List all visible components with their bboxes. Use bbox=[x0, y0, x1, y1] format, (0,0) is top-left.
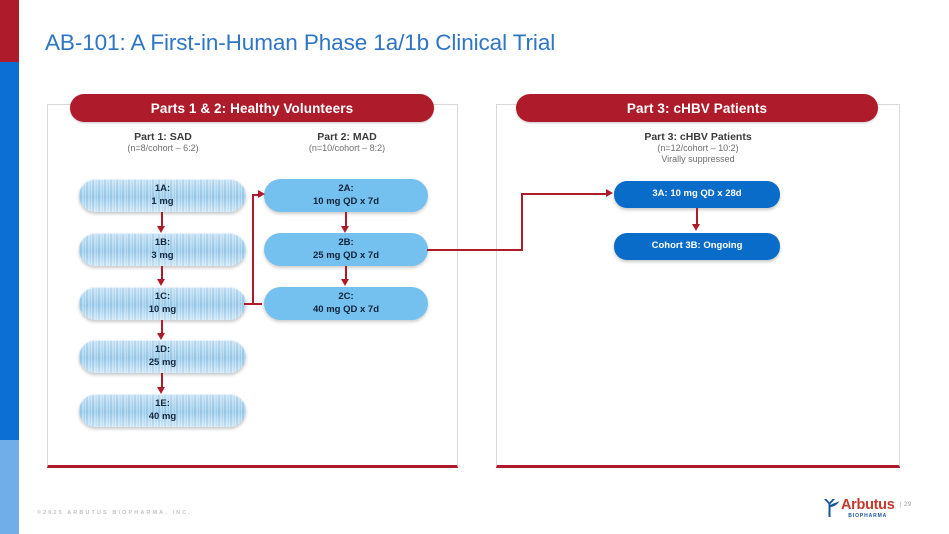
cohort-node-3a[interactable]: 3A: 10 mg QD x 28d bbox=[614, 181, 780, 208]
column-subtitle-part3: (n=12/cohort – 10:2) bbox=[657, 143, 739, 154]
cohort-node-1c[interactable]: 1C: 10 mg bbox=[79, 287, 246, 320]
cohort-node-2a-line2: 10 mg QD x 7d bbox=[313, 195, 379, 207]
cohort-node-2a[interactable]: 2A: 10 mg QD x 7d bbox=[264, 179, 428, 212]
cohort-node-2c-line2: 40 mg QD x 7d bbox=[313, 303, 379, 315]
connector-2a-to-2b bbox=[345, 212, 347, 227]
cohort-node-1d[interactable]: 1D: 25 mg bbox=[79, 340, 246, 373]
connector-3a-to-3b bbox=[696, 208, 698, 225]
arbutus-logo-word: Arbutus bbox=[841, 497, 895, 513]
column-title-part2: Part 2: MAD bbox=[317, 131, 377, 143]
column-title-part1: Part 1: SAD bbox=[134, 131, 192, 143]
column-subtitle-part2: (n=10/cohort – 8:2) bbox=[308, 143, 386, 154]
connector-2b-to-3a-segment-h1 bbox=[427, 249, 523, 251]
cohort-node-1b-line1: 1B: bbox=[154, 236, 171, 248]
column-subtitle-part1: (n=8/cohort – 6:2) bbox=[127, 143, 199, 154]
cohort-node-2b-line2: 25 mg QD x 7d bbox=[313, 249, 379, 261]
cohort-node-1a-line2: 1 mg bbox=[151, 195, 174, 207]
cohort-node-1c-line2: 10 mg bbox=[148, 303, 177, 315]
cohort-node-1b-line2: 3 mg bbox=[151, 249, 174, 261]
page-number: | 29 bbox=[899, 502, 912, 508]
arrow-down-icon-1b-1c bbox=[157, 279, 165, 286]
arrow-down-icon-1d-1e bbox=[157, 387, 165, 394]
banner-parts-1-2: Parts 1 & 2: Healthy Volunteers bbox=[70, 94, 434, 122]
connector-2b-to-3a-segment-v bbox=[521, 193, 523, 251]
edge-accent-bar-red bbox=[0, 0, 19, 62]
arrow-down-icon-1a-1b bbox=[157, 226, 165, 233]
arbutus-logo-subword: BIOPHARMA bbox=[848, 512, 888, 519]
arrow-down-icon-2a-2b bbox=[341, 226, 349, 233]
cohort-node-2c-line1: 2C: bbox=[338, 290, 354, 302]
panel-chbv-patients bbox=[496, 104, 900, 468]
cohort-node-2b[interactable]: 2B: 25 mg QD x 7d bbox=[264, 233, 428, 266]
cohort-node-1d-line1: 1D: bbox=[154, 343, 171, 355]
column-heading-part2: Part 2: MAD (n=10/cohort – 8:2) bbox=[256, 131, 438, 154]
column-heading-part1: Part 1: SAD (n=8/cohort – 6:2) bbox=[72, 131, 254, 154]
arrow-down-icon-1c-1d bbox=[157, 333, 165, 340]
cohort-node-1e-line1: 1E: bbox=[155, 397, 170, 409]
cohort-node-2c[interactable]: 2C: 40 mg QD x 7d bbox=[264, 287, 428, 320]
cohort-node-1e-line2: 40 mg bbox=[148, 410, 177, 422]
cohort-node-1b[interactable]: 1B: 3 mg bbox=[79, 233, 246, 266]
column-title-part3: Part 3: cHBV Patients bbox=[644, 131, 752, 143]
cohort-node-2a-line1: 2A: bbox=[338, 182, 354, 194]
arbutus-wordmark: Arbutus BIOPHARMA bbox=[841, 497, 895, 519]
connector-1d-to-1e bbox=[161, 373, 163, 388]
edge-accent-bar-blue bbox=[0, 62, 19, 440]
connector-1c-to-2a-segment-h2 bbox=[252, 194, 260, 196]
column-subtitle2-part3: Virally suppressed bbox=[661, 153, 735, 164]
footer-copyright: ©2025 ARBUTUS BIOPHARMA, INC. bbox=[37, 510, 192, 516]
cohort-node-3b[interactable]: Cohort 3B: Ongoing bbox=[614, 233, 780, 260]
connector-1b-to-1c bbox=[161, 266, 163, 280]
connector-2b-to-2c bbox=[345, 266, 347, 280]
banner-part-3: Part 3: cHBV Patients bbox=[516, 94, 878, 122]
cohort-node-1a-line1: 1A: bbox=[154, 182, 171, 194]
connector-1c-to-2a-segment-v bbox=[252, 194, 254, 305]
connector-1a-to-1b bbox=[161, 212, 163, 227]
cohort-node-1d-line2: 25 mg bbox=[148, 356, 177, 368]
arbutus-logo: Arbutus BIOPHARMA | 29 bbox=[823, 498, 912, 519]
arbutus-tree-icon bbox=[824, 499, 840, 518]
page-title: AB-101: A First-in-Human Phase 1a/1b Cli… bbox=[45, 30, 556, 55]
cohort-node-1e[interactable]: 1E: 40 mg bbox=[79, 394, 246, 427]
cohort-node-1c-line1: 1C: bbox=[154, 290, 171, 302]
arrow-down-icon-2b-2c bbox=[341, 279, 349, 286]
cohort-node-1a[interactable]: 1A: 1 mg bbox=[79, 179, 246, 212]
edge-accent-bar-light-blue bbox=[0, 440, 19, 534]
cohort-node-2b-line1: 2B: bbox=[338, 236, 354, 248]
connector-2b-to-3a-segment-h2 bbox=[521, 193, 609, 195]
column-heading-part3: Part 3: cHBV Patients (n=12/cohort – 10:… bbox=[600, 131, 796, 165]
arrow-right-icon-2b-3a bbox=[606, 189, 613, 197]
connector-1c-to-1d bbox=[161, 320, 163, 334]
arrow-right-icon-1c-2a bbox=[258, 190, 265, 198]
arrow-down-icon-3a-3b bbox=[692, 224, 700, 231]
